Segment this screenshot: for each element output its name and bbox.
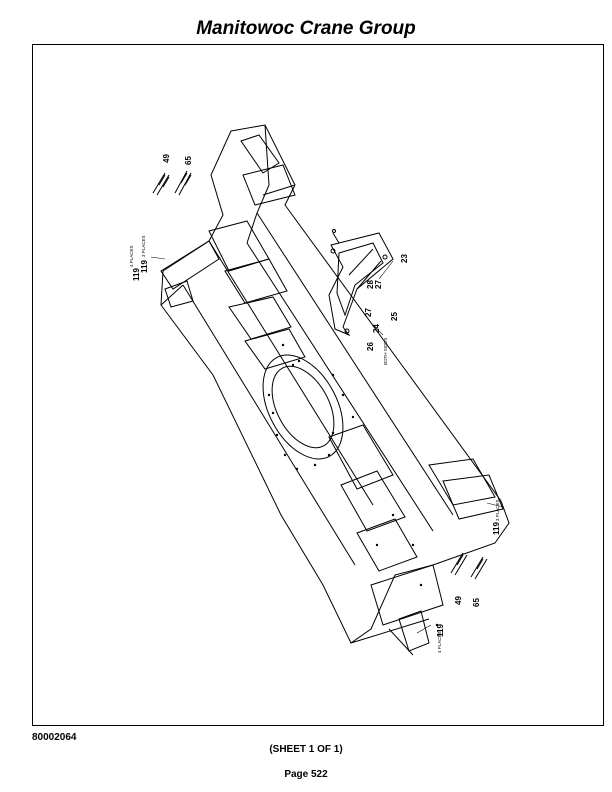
callout-49-top: 49	[162, 154, 171, 163]
callout-places4-left: 4 PLACES	[129, 245, 134, 267]
callout-119-bottom: 119	[436, 624, 445, 637]
callout-places-left: 3 PLACES	[141, 235, 146, 257]
pin-assembly-bottom	[450, 552, 488, 580]
callout-65-top: 65	[184, 156, 193, 165]
page-number: Page 522	[284, 769, 328, 780]
callout-119-left: 119	[140, 260, 149, 273]
callout-26: 26	[366, 342, 375, 351]
callout-28: 28	[366, 280, 375, 289]
pin-assembly-top	[152, 170, 192, 196]
bolt-holes	[267, 343, 439, 627]
callout-24: 24	[372, 324, 381, 333]
callout-119-right: 119	[492, 522, 501, 535]
callout-places4-bottom: 4 PLACES	[437, 631, 442, 653]
carbody-outline	[160, 124, 510, 656]
drawing-frame: 49 65 119 3 PLACES 119 4 PLACES 23 28 27…	[32, 44, 604, 726]
callout-27b: 27	[364, 308, 373, 317]
callout-23: 23	[400, 254, 409, 263]
callout-labels: 49 65 119 3 PLACES 119 4 PLACES 23 28 27…	[129, 154, 501, 653]
callout-both-sides: BOTH SIDES	[383, 338, 388, 365]
sheet-label: (SHEET 1 OF 1)	[269, 744, 343, 755]
bracket-assembly	[328, 229, 394, 337]
parts-diagram: 49 65 119 3 PLACES 119 4 PLACES 23 28 27…	[129, 124, 510, 656]
callout-65-bottom: 65	[472, 598, 481, 607]
callout-places-right: 3 PLACES	[495, 499, 500, 521]
callout-25: 25	[390, 312, 399, 321]
leader-lines	[150, 256, 504, 634]
callout-119-left2: 119	[132, 268, 141, 281]
drawing-number: 80002064	[32, 732, 77, 743]
page-title: Manitowoc Crane Group	[196, 18, 416, 39]
callout-49-bottom: 49	[454, 596, 463, 605]
callout-27a: 27	[374, 280, 383, 289]
